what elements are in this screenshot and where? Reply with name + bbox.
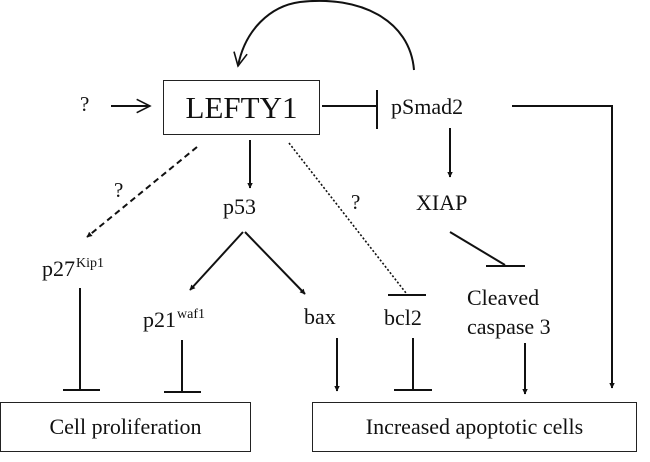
node-increased-apoptotic-cells: Increased apoptotic cells — [312, 402, 637, 452]
node-p21waf1: p21waf1 — [143, 307, 205, 332]
edge-lefty1-to-p27 — [86, 146, 198, 238]
unknown-input-mark: ? — [80, 92, 90, 116]
node-cleaved-caspase3-line2: caspase 3 — [467, 314, 551, 339]
node-xiap: XIAP — [416, 190, 468, 215]
edge-p53-to-p21 — [189, 231, 244, 291]
edge-lefty1-inhibits-bcl2 — [288, 142, 407, 294]
node-cell-proliferation: Cell proliferation — [0, 402, 251, 452]
node-p27kip1-base: p27 — [42, 256, 75, 281]
edge-p53-to-bax — [244, 231, 306, 295]
node-cell-proliferation-label: Cell proliferation — [49, 414, 202, 439]
node-lefty1: LEFTY1 — [163, 80, 320, 135]
unknown-bcl2-mark: ? — [351, 190, 361, 214]
node-p27kip1-superscript: Kip1 — [76, 256, 104, 271]
node-p21waf1-superscript: waf1 — [177, 307, 205, 322]
edge-psmad2-feedback-to-lefty1 — [238, 0, 415, 71]
edge-xiap-inhibits-caspase3 — [449, 231, 506, 266]
node-p53: p53 — [223, 194, 256, 219]
node-psmad2: pSmad2 — [391, 94, 464, 119]
node-p21waf1-base: p21 — [143, 307, 176, 332]
node-increased-apoptotic-cells-label: Increased apoptotic cells — [365, 414, 584, 439]
edge-psmad2-to-apoptosis — [512, 105, 615, 389]
node-cleaved-caspase3: Cleaved caspase 3 — [467, 283, 551, 341]
node-cleaved-caspase3-line1: Cleaved — [467, 285, 540, 310]
node-p27kip1: p27Kip1 — [42, 256, 104, 281]
node-bax: bax — [304, 304, 336, 329]
node-lefty1-label: LEFTY1 — [185, 89, 298, 125]
unknown-p27-mark: ? — [114, 178, 124, 202]
node-bcl2: bcl2 — [384, 305, 422, 330]
